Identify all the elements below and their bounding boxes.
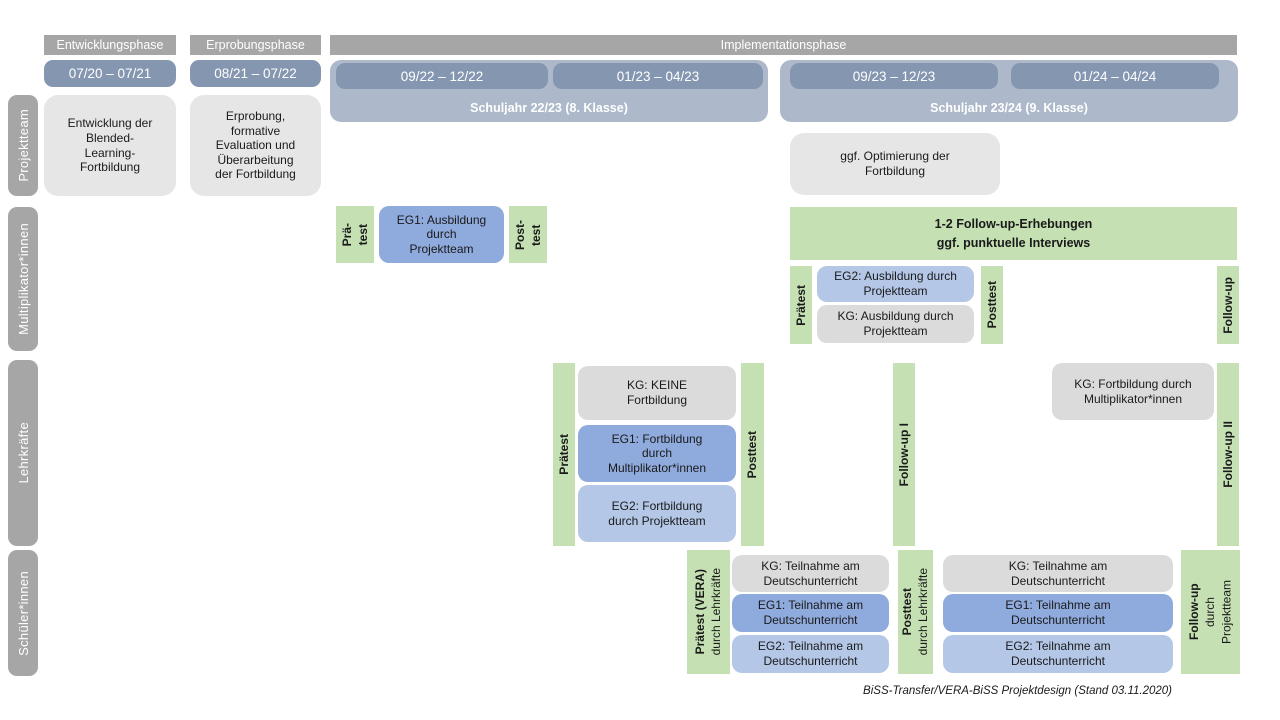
vbar-followup-schueler: Follow-up durch Projektteam — [1181, 550, 1240, 674]
box-eg1-teilnahme-2: EG1: Teilnahme am Deutschunterricht — [943, 594, 1173, 632]
box-eg1-teilnahme-1: EG1: Teilnahme am Deutschunterricht — [732, 594, 889, 632]
rail-multiplikatorinnen: Multiplikator*innen — [8, 207, 38, 351]
box-entwicklung-fortbildung: Entwicklung der Blended- Learning- Fortb… — [44, 95, 176, 196]
diagram-caption: BiSS-Transfer/VERA-BiSS Projektdesign (S… — [863, 685, 1172, 697]
date-bar-0124-0424: 01/24 – 04/24 — [1011, 63, 1219, 89]
date-bar-0923-1223: 09/23 – 12/23 — [790, 63, 998, 89]
vbar-praetest-multiplikatoren-2: Prätest — [790, 266, 812, 344]
box-optimierung-fortbildung: ggf. Optimierung der Fortbildung — [790, 133, 1000, 195]
schoolyear-label-2324: Schuljahr 23/24 (9. Klasse) — [930, 101, 1088, 115]
box-eg2-fortbildung-projektteam: EG2: Fortbildung durch Projektteam — [578, 485, 736, 542]
box-eg2-teilnahme-2: EG2: Teilnahme am Deutschunterricht — [943, 635, 1173, 673]
vbar-praetest-lehrkraefte: Prätest — [553, 363, 575, 546]
date-bar-0922-1222: 09/22 – 12/22 — [336, 63, 548, 89]
box-eg1-fortbildung-multiplikatoren: EG1: Fortbildung durch Multiplikator*inn… — [578, 425, 736, 482]
rail-projektteam-label: Projektteam — [15, 109, 31, 182]
vbar-praetest-vera-label: Prätest (VERA) durch Lehrkräfte — [693, 568, 724, 656]
vbar-praetest-lehrkraefte-label: Prätest — [556, 434, 571, 475]
box-eg1-ausbildung-projektteam: EG1: Ausbildung durch Projektteam — [379, 206, 504, 263]
vbar-followup-1-label: Follow-up I — [896, 422, 911, 487]
phase-bar-entwicklungsphase: Entwicklungsphase — [44, 35, 176, 55]
vbar-posttest-lehrkraefte: Posttest — [741, 363, 764, 546]
rail-multiplikatorinnen-label: Multiplikator*innen — [15, 223, 31, 335]
box-kg-teilnahme-1: KG: Teilnahme am Deutschunterricht — [732, 555, 889, 592]
phase-bar-erprobungsphase: Erprobungsphase — [190, 35, 321, 55]
box-followup-erhebungen: 1-2 Follow-up-Erhebungen ggf. punktuelle… — [790, 207, 1237, 260]
box-kg-ausbildung-projektteam: KG: Ausbildung durch Projektteam — [817, 305, 974, 343]
rail-schuelerinnen-label: Schüler*innen — [15, 570, 31, 656]
vbar-posttest2-label: Posttest — [984, 281, 999, 329]
vbar-followup-1: Follow-up I — [893, 363, 915, 546]
vbar-praetest-vera: Prätest (VERA) durch Lehrkräfte — [687, 550, 730, 674]
schoolyear-label-2223: Schuljahr 22/23 (8. Klasse) — [470, 101, 628, 115]
date-bar-0720-0721: 07/20 – 07/21 — [44, 60, 176, 87]
vbar-posttest-multiplikatoren-2: Posttest — [981, 266, 1003, 344]
vbar-praetest-multiplikatoren-1: Prä- test — [336, 206, 374, 263]
vbar-followup-2: Follow-up II — [1217, 363, 1239, 546]
vbar-praetest2-label: Prätest — [793, 284, 808, 326]
schoolyear-band-2223: 09/22 – 12/22 01/23 – 04/23 Schuljahr 22… — [330, 60, 768, 122]
phase-bar-implementationsphase: Implementationsphase — [330, 35, 1237, 55]
box-kg-keine-fortbildung: KG: KEINE Fortbildung — [578, 366, 736, 420]
vbar-praetest-label: Prä- test — [339, 222, 370, 247]
box-kg-teilnahme-2: KG: Teilnahme am Deutschunterricht — [943, 555, 1173, 592]
rail-lehrkraefte-label: Lehrkräfte — [15, 422, 31, 484]
rail-projektteam: Projektteam — [8, 95, 38, 196]
vbar-followup-2-label: Follow-up II — [1220, 421, 1235, 488]
box-kg-fortbildung-multiplikatoren: KG: Fortbildung durch Multiplikator*inne… — [1052, 363, 1214, 420]
date-bar-0821-0722: 08/21 – 07/22 — [190, 60, 321, 87]
schoolyear-band-2324: 09/23 – 12/23 01/24 – 04/24 Schuljahr 23… — [780, 60, 1238, 122]
rail-schuelerinnen: Schüler*innen — [8, 550, 38, 676]
vbar-posttest-schueler: Posttest durch Lehrkräfte — [898, 550, 933, 674]
vbar-followup-schueler-label: Follow-up durch Projektteam — [1187, 579, 1234, 645]
vbar-posttest-schueler-label: Posttest durch Lehrkräfte — [900, 568, 931, 656]
vbar-posttest-label: Post- test — [512, 219, 543, 250]
vbar-followup-label: Follow-up — [1220, 276, 1235, 334]
date-bar-0123-0423: 01/23 – 04/23 — [553, 63, 763, 89]
box-eg2-ausbildung-projektteam: EG2: Ausbildung durch Projektteam — [817, 266, 974, 302]
vbar-followup-multiplikatoren: Follow-up — [1217, 266, 1239, 344]
box-erprobung-evaluation: Erprobung, formative Evaluation und Über… — [190, 95, 321, 196]
vbar-posttest-lehrkraefte-label: Posttest — [745, 430, 760, 479]
box-eg2-teilnahme-1: EG2: Teilnahme am Deutschunterricht — [732, 635, 889, 673]
rail-lehrkraefte: Lehrkräfte — [8, 360, 38, 546]
vbar-posttest-multiplikatoren-1: Post- test — [509, 206, 547, 263]
